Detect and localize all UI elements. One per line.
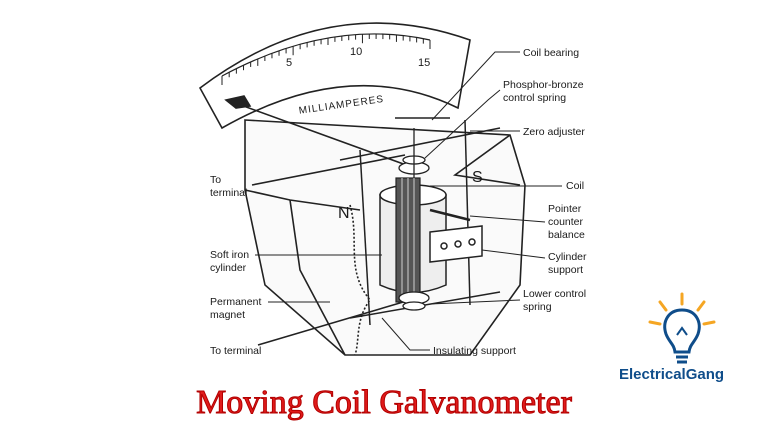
- lower-control-spring: [398, 291, 430, 311]
- counter-balance: [429, 208, 471, 222]
- label-coil: Coil: [566, 180, 584, 192]
- dial-tick-label-5: 5: [286, 57, 292, 69]
- label-lower-line2: spring: [523, 301, 552, 313]
- label-terminal-bottom: To terminal: [210, 345, 261, 357]
- dial-ticks: [221, 33, 431, 85]
- upper-control-spring: [398, 128, 430, 178]
- label-lower-line1: Lower control: [523, 288, 586, 300]
- moving-coil: [395, 177, 421, 303]
- pointer: [224, 95, 421, 171]
- label-terminal-top-line2: terminal: [210, 187, 247, 199]
- label-cylsupport-line2: support: [548, 264, 583, 276]
- dial-tick-label-15: 15: [418, 57, 430, 69]
- label-insulating: Insulating support: [433, 345, 516, 357]
- lightbulb-icon: [648, 292, 716, 364]
- dial-unit-label: MILLIAMPERES: [298, 94, 385, 117]
- south-pole-label: S: [472, 169, 483, 186]
- label-phosphor-line2: control spring: [503, 92, 566, 104]
- brand-name: ElectricalGang: [619, 366, 725, 383]
- page-title: Moving Coil Galvanometer: [196, 384, 573, 422]
- label-pointer-line2: counter: [548, 216, 584, 228]
- terminal-wires: [251, 154, 411, 346]
- label-pointer-line3: balance: [548, 229, 585, 241]
- label-zero-adjuster: Zero adjuster: [523, 126, 585, 138]
- label-pointer-line1: Pointer: [548, 203, 582, 215]
- label-magnet-line1: Permanent: [210, 296, 261, 308]
- north-pole-label: N: [338, 205, 350, 222]
- cylinder-support: [429, 225, 483, 263]
- label-softiron-line1: Soft iron: [210, 249, 249, 261]
- label-phosphor-line1: Phosphor-bronze: [503, 79, 584, 91]
- label-softiron-line2: cylinder: [210, 262, 247, 274]
- leader-lines: [255, 51, 562, 351]
- label-cylsupport-line1: Cylinder: [548, 251, 587, 263]
- label-magnet-line2: magnet: [210, 309, 245, 321]
- label-terminal-top-line1: To: [210, 174, 221, 186]
- label-coil-bearing: Coil bearing: [523, 47, 579, 59]
- dial-tick-label-10: 10: [350, 46, 362, 58]
